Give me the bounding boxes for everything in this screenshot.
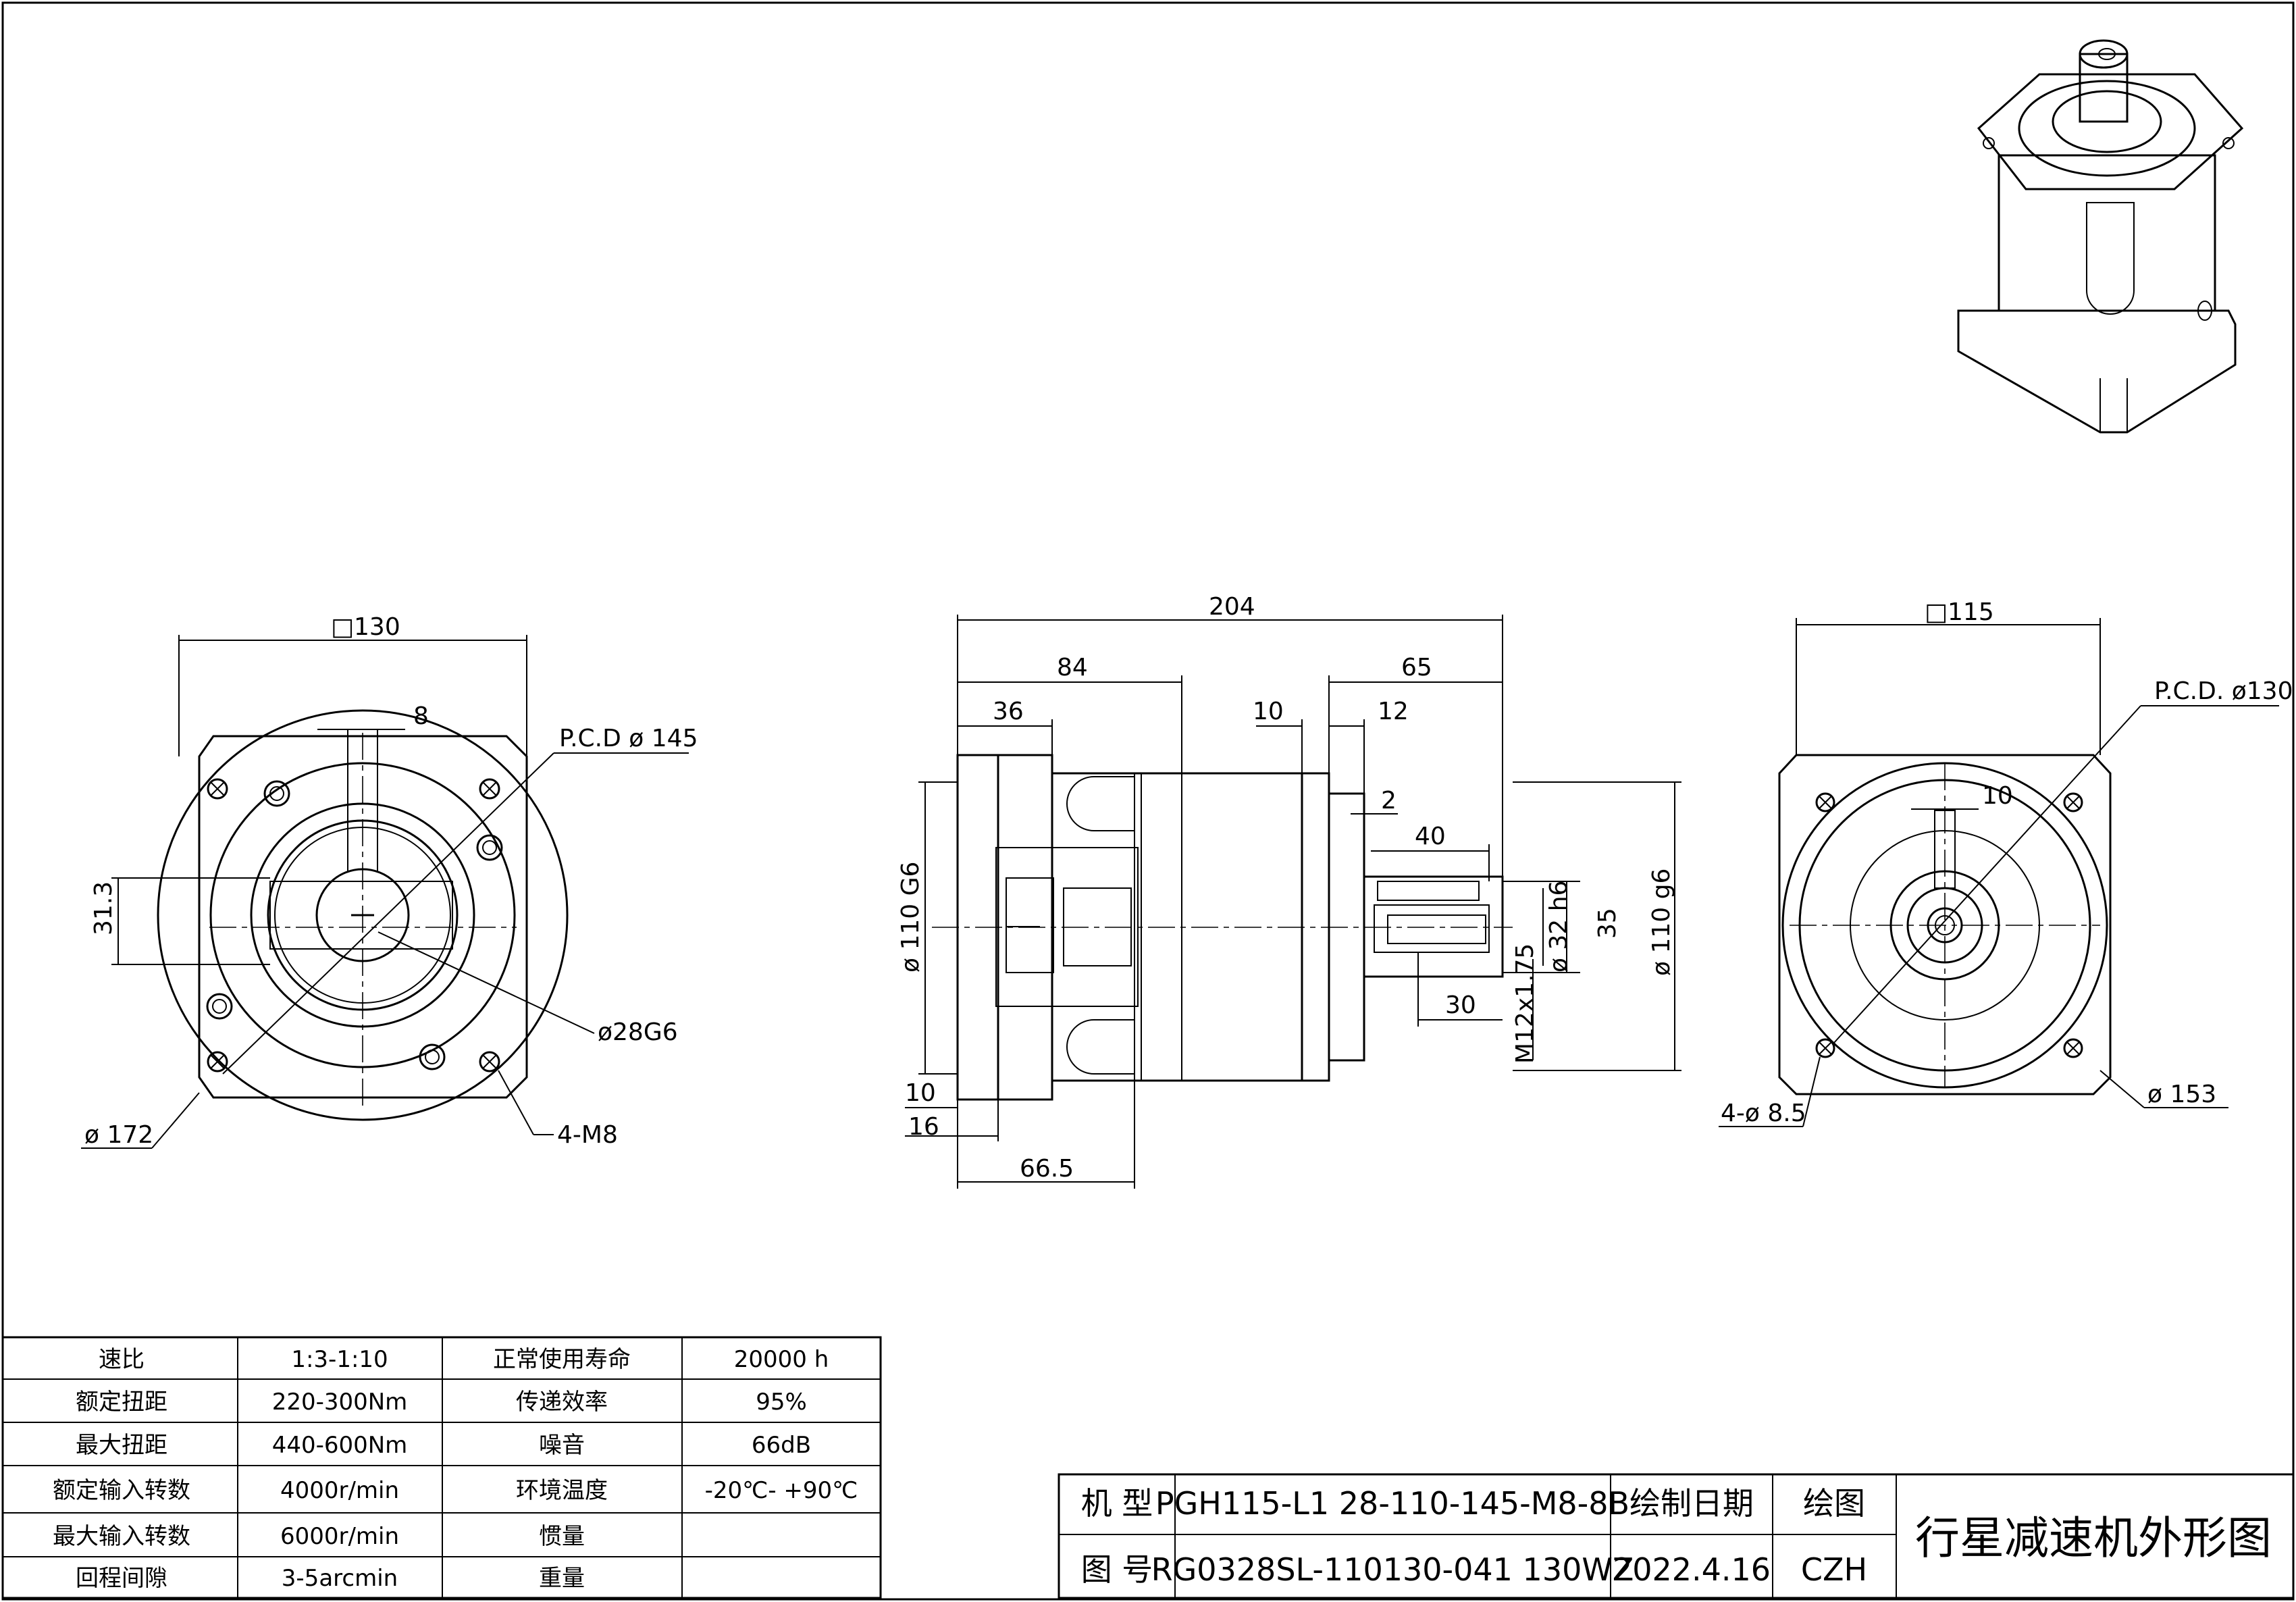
spec-label-2: 最大扭距: [76, 1432, 167, 1459]
spec-value-1: 220-300Nm: [272, 1389, 408, 1416]
front-pcd-dim: P.C.D ø 145: [559, 725, 698, 752]
front-view: □130 8 P.C.D ø 145 31.3 ø28G6 ø 172 4-M8: [81, 613, 698, 1149]
spec-label-0: 速比: [99, 1346, 145, 1373]
front-square-dim: □130: [331, 613, 400, 641]
side-view: 204 84 65 36 10 12 2 40 30 ø 110 G6 ø 32…: [897, 593, 1681, 1189]
front-flange-dim: ø 172: [84, 1121, 153, 1149]
title-block: 机 型 PGH115-L1 28-110-145-M8-8B 绘制日期 绘图 图…: [1058, 1473, 2295, 1599]
spec-label2-4: 惯量: [539, 1523, 585, 1550]
side-len-36: 36: [993, 698, 1024, 725]
spec-value-2: 440-600Nm: [272, 1432, 408, 1459]
side-len-30: 30: [1445, 991, 1476, 1019]
rear-square: [1778, 754, 2112, 1095]
spec-value-3: 4000r/min: [280, 1477, 399, 1504]
front-thread-dim: 4-M8: [557, 1121, 618, 1149]
draw-date-label: 绘制日期: [1629, 1485, 1754, 1522]
drawing-title: 行星减速机外形图: [1915, 1512, 2272, 1564]
spec-value2-2: 66dB: [752, 1432, 811, 1459]
rear-key-dim: 10: [1982, 782, 2013, 810]
side-len-65: 65: [1401, 654, 1432, 681]
spec-value2-0: 20000 h: [734, 1346, 829, 1373]
spec-label-1: 额定扭距: [76, 1389, 167, 1416]
date-value: 2022.4.16: [1613, 1551, 1771, 1588]
drawer-label: 绘图: [1803, 1485, 1865, 1522]
spec-label2-1: 传递效率: [516, 1389, 608, 1416]
drawing-no-label: 图 号: [1081, 1551, 1153, 1588]
front-key-dim: 8: [413, 702, 429, 730]
front-height-dim: 31.3: [90, 881, 118, 935]
spec-label2-5: 重量: [539, 1565, 585, 1592]
spec-value-5: 3-5arcmin: [282, 1565, 398, 1592]
spec-label-4: 最大输入转数: [53, 1523, 190, 1550]
side-thread: M12x1.75: [1511, 944, 1539, 1064]
drawing-no-value: RG0328SL-110130-041 130WZ: [1151, 1551, 1634, 1588]
drawer-value: CZH: [1801, 1551, 1867, 1588]
front-bore-dim: ø28G6: [598, 1018, 678, 1046]
front-bolt-holes: [206, 778, 503, 1073]
spec-label2-0: 正常使用寿命: [493, 1346, 631, 1373]
spec-label-5: 回程间隙: [76, 1565, 167, 1592]
front-flange-square: [198, 735, 528, 1099]
spec-table: 速比 1:3-1:10 正常使用寿命 20000 h 额定扭距 220-300N…: [1, 1336, 882, 1599]
spec-label2-3: 环境温度: [516, 1477, 608, 1504]
side-shaft-dia: ø 32 h6: [1545, 881, 1573, 973]
side-len-84: 84: [1057, 654, 1088, 681]
side-key-height: 35: [1594, 908, 1621, 939]
side-bottom-16: 16: [908, 1113, 939, 1141]
side-bottom-10: 10: [905, 1079, 936, 1107]
side-output-shaft: [1363, 875, 1504, 978]
spec-label2-2: 噪音: [539, 1432, 585, 1459]
rear-bolt-holes: [1815, 792, 2083, 1058]
spec-value-0: 1:3-1:10: [291, 1346, 388, 1373]
spec-label-3: 额定输入转数: [53, 1477, 190, 1504]
side-len-12: 12: [1378, 698, 1409, 725]
spec-value-4: 6000r/min: [280, 1523, 399, 1550]
side-total-length: 204: [1209, 593, 1255, 621]
rear-holes-dim: 4-ø 8.5: [1721, 1100, 1806, 1127]
rear-square-dim: □115: [1925, 598, 1994, 626]
side-pilot-dia: ø 110 G6: [897, 862, 924, 973]
side-spigot-dia: ø 110 g6: [1648, 869, 1675, 976]
side-len-2: 2: [1381, 787, 1397, 815]
rear-dia-dim: ø 153: [2147, 1081, 2216, 1108]
side-len-10: 10: [1253, 698, 1284, 725]
isometric-view: [1957, 39, 2244, 434]
side-len-40: 40: [1415, 823, 1446, 850]
model-label: 机 型: [1081, 1485, 1153, 1522]
rear-view: □115 P.C.D. ø130 10 4-ø 8.5 ø 153: [1719, 598, 2293, 1127]
front-outer-circle: [157, 709, 569, 1121]
model-value: PGH115-L1 28-110-145-M8-8B: [1155, 1485, 1629, 1522]
side-bottom-665: 66.5: [1020, 1155, 1074, 1183]
rear-pcd-dim: P.C.D. ø130: [2154, 677, 2293, 705]
spec-value2-3: -20℃- +90℃: [705, 1477, 858, 1504]
spec-value2-1: 95%: [756, 1389, 807, 1416]
